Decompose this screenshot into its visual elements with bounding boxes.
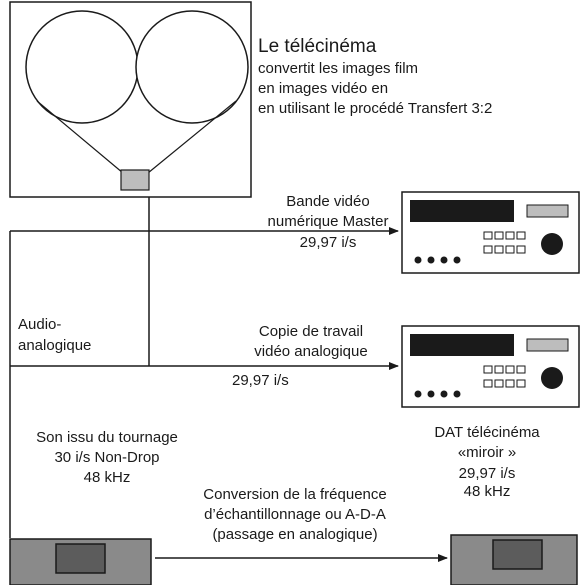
workcopy-label: Copie de travail vidéo analogique <box>222 323 400 360</box>
audio-line-2: analogique <box>18 337 92 354</box>
source-audio-recorder <box>9 538 152 585</box>
dat-line-1: DAT télécinéma <box>434 424 540 441</box>
signal-lines <box>9 197 448 562</box>
workcopy-vtr-knob-icon <box>541 367 563 389</box>
telecine-title: Le télécinéma <box>258 36 377 57</box>
source-sound-label: Son issu du tournage 30 i/s Non-Drop 48 … <box>2 429 212 486</box>
dat-line-3: 29,97 i/s <box>458 465 516 482</box>
source-sound-line-3: 48 kHz <box>83 469 131 486</box>
telecine-line-2: en images vidéo en <box>258 80 389 97</box>
dat-line-2: «miroir » <box>457 444 517 461</box>
master-rate: 29,97 i/s <box>299 234 357 251</box>
master-vtr-deck <box>401 191 580 274</box>
dat-line-4: 48 kHz <box>463 483 511 500</box>
film-reel-right <box>135 10 249 124</box>
workcopy-line-2: vidéo analogique <box>254 343 368 360</box>
workcopy-vtr-display <box>410 334 514 356</box>
master-line-1: Bande vidéo <box>286 193 370 210</box>
audio-line-1: Audio- <box>18 316 62 333</box>
source-sound-line-2: 30 i/s Non-Drop <box>54 449 160 466</box>
master-line-2: numérique Master <box>267 213 389 230</box>
telecine-machine <box>9 1 252 198</box>
master-vtr-knob-icon <box>541 233 563 255</box>
workcopy-vtr-deck <box>401 325 580 408</box>
telecine-line-1: convertit les images film <box>258 60 419 77</box>
conversion-label: Conversion de la fréquence d’échantillon… <box>150 486 440 543</box>
master-label: Bande vidéo numérique Master 29,97 i/s <box>248 193 408 251</box>
dat-label: DAT télécinéma «miroir » 29,97 i/s 48 kH… <box>412 424 562 500</box>
conversion-line-3: (passage en analogique) <box>212 526 378 543</box>
conversion-line-2: d’échantillonnage ou A-D-A <box>204 506 386 523</box>
dat-recorder <box>450 534 578 585</box>
conversion-line-1: Conversion de la fréquence <box>203 486 387 503</box>
workcopy-line-1: Copie de travail <box>258 323 364 340</box>
source-sound-line-1: Son issu du tournage <box>36 429 178 446</box>
workcopy-rate: 29,97 i/s <box>232 372 289 389</box>
film-gate <box>120 169 150 191</box>
master-vtr-display <box>410 200 514 222</box>
telecine-line-3: en utilisant le procédé Transfert 3:2 <box>258 100 493 117</box>
